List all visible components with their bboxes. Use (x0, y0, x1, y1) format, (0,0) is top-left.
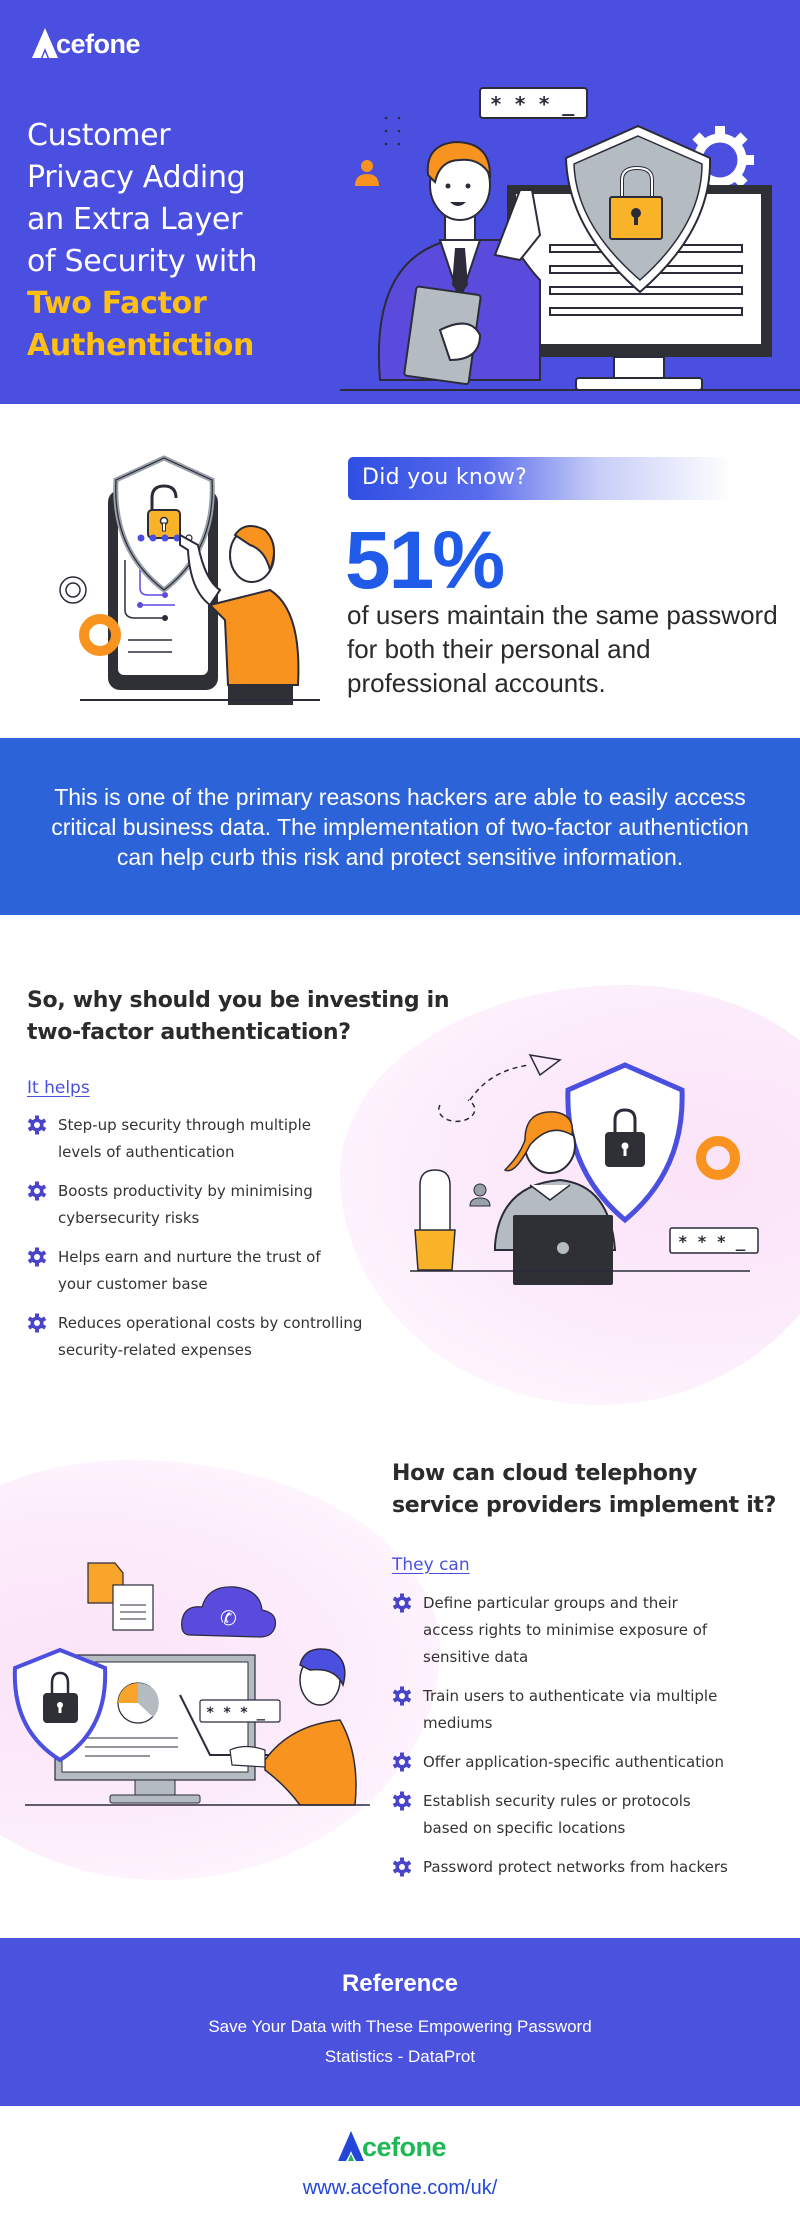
password-field-icon: * * * _ (479, 87, 588, 119)
paper-plane-icon (438, 1054, 562, 1123)
hero-title: Customer Privacy Adding an Extra Layer o… (27, 115, 347, 367)
svg-text:* * * _: * * * _ (490, 92, 575, 116)
info-band: This is one of the primary reasons hacke… (0, 738, 800, 915)
did-you-know-label: Did you know? (362, 465, 528, 490)
acefone-logo[interactable]: cefone (32, 28, 141, 59)
triangle-a-logo-icon (338, 2131, 364, 2161)
stat-description: of users maintain the same password for … (347, 600, 778, 698)
gear-bullet-icon (27, 1115, 47, 1135)
bullet-text: Password protect networks from hackers (423, 1858, 728, 1876)
hero-title-line: Customer (27, 118, 171, 153)
investing-heading: So, why should you be investing in two-f… (27, 985, 467, 1049)
password-field-icon: * * * _ (669, 1227, 759, 1254)
list-item: Offer application-specific authenticatio… (392, 1749, 792, 1776)
reference-citation[interactable]: Save Your Data with These Empowering Pas… (208, 2017, 592, 2066)
logo-text: cefone (362, 2132, 447, 2162)
it-helps-subheading: It helps (27, 1078, 90, 1098)
cactus-icon (414, 1169, 456, 1271)
info-band-text: This is one of the primary reasons hacke… (51, 783, 749, 870)
did-you-know-banner: Did you know? (348, 457, 800, 500)
footer-acefone-logo[interactable]: cefone (338, 2131, 447, 2162)
svg-text:* * * _: * * * _ (678, 1232, 746, 1251)
gear-icon (59, 576, 87, 604)
gear-bullet-icon (27, 1247, 47, 1267)
gear-bullet-icon (392, 1686, 412, 1706)
reference-section: Reference Save Your Data with These Empo… (0, 1938, 800, 2106)
investing-heading-line: two-factor authentication? (27, 1020, 351, 1045)
hero-highlight-line: Two Factor (27, 286, 207, 321)
gear-bullet-icon (392, 1791, 412, 1811)
investing-heading-line: So, why should you be investing in (27, 988, 450, 1013)
logo-text: cefone (56, 29, 141, 59)
man-at-laptop-illustration: ✆ * * * _ (12, 1562, 370, 1806)
website-link[interactable]: www.acefone.com/uk/ (302, 2177, 498, 2199)
man-with-tablet-illustration: * * * _ (340, 87, 800, 391)
svg-text:✆: ✆ (220, 1606, 237, 1630)
gear-bullet-icon (392, 1857, 412, 1877)
triangle-a-logo-icon (32, 28, 58, 58)
implement-heading-line: How can cloud telephony (392, 1461, 698, 1486)
hero-section: cefone Customer Privacy Adding an Extra … (0, 0, 800, 404)
shield-lock-icon (12, 1647, 108, 1763)
list-item: Train users to authenticate via multiple… (392, 1683, 792, 1737)
hero-title-line: Privacy Adding (27, 160, 246, 195)
man-figure (179, 1648, 357, 1806)
shield-lock-icon (565, 1062, 685, 1224)
bullet-text: Train users to authenticate via multiple… (423, 1687, 718, 1732)
user-icon (469, 1183, 491, 1207)
document-icon (87, 1562, 154, 1631)
man-pointing-illustration (59, 455, 320, 705)
gear-icon (79, 614, 121, 656)
shield-lock-icon (564, 124, 712, 294)
stat-value: 51% (345, 515, 505, 606)
hero-title-line: of Security with (27, 244, 258, 279)
implement-heading: How can cloud telephony service provider… (392, 1458, 792, 1522)
woman-at-laptop-illustration: * * * _ (410, 1054, 759, 1285)
list-item: Password protect networks from hackers (392, 1854, 792, 1881)
man-figure (377, 140, 542, 386)
password-field-icon: * * * _ (199, 1699, 281, 1723)
reference-title: Reference (341, 1970, 459, 1997)
cloud-phone-icon: ✆ (181, 1586, 277, 1638)
gear-bullet-icon (27, 1313, 47, 1333)
svg-text:* * * _: * * * _ (206, 1705, 266, 1721)
implement-heading-line: service providers implement it? (392, 1493, 777, 1518)
gear-icon (696, 1136, 740, 1180)
bullet-text: Offer application-specific authenticatio… (423, 1753, 724, 1771)
bullet-text: Reduces operational costs by controlling… (58, 1314, 363, 1359)
laptop-icon (513, 1215, 613, 1285)
gear-bullet-icon (392, 1593, 412, 1613)
they-can-subheading: They can (392, 1555, 470, 1575)
gear-bullet-icon (27, 1181, 47, 1201)
list-item: Reduces operational costs by controlling… (27, 1310, 397, 1364)
hero-title-line: an Extra Layer (27, 202, 243, 237)
user-icon (355, 160, 379, 186)
dots-decoration (384, 116, 401, 146)
gear-bullet-icon (392, 1752, 412, 1772)
hero-highlight-line: Authentiction (27, 328, 255, 363)
